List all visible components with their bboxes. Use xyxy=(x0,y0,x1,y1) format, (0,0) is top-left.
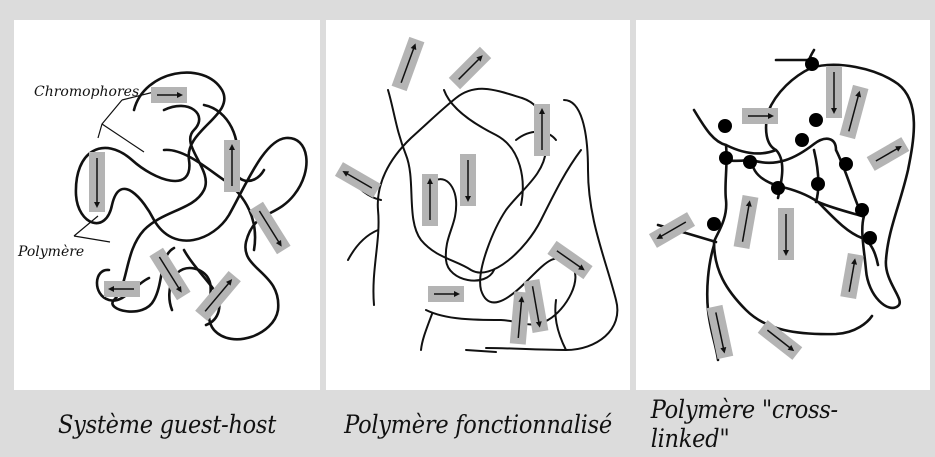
crosslink-node xyxy=(863,231,877,245)
crosslink-node xyxy=(809,113,823,127)
chromophore xyxy=(840,253,863,299)
chromophore xyxy=(449,47,491,89)
chromophore xyxy=(422,174,438,226)
polymer-chain xyxy=(388,90,581,273)
crosslink-node xyxy=(719,151,733,165)
panel-guest-host: Chromophores Polymère xyxy=(14,20,320,390)
crosslink-node xyxy=(811,177,825,191)
cross-linked-diagram xyxy=(636,20,930,390)
caption-guest-host: Système guest-host xyxy=(29,396,304,452)
polymer-chain xyxy=(486,100,617,350)
chromophore xyxy=(460,154,476,206)
chromophore xyxy=(89,152,105,212)
chromophore xyxy=(151,87,187,103)
caption-functionalized: Polymère fonctionnalisé xyxy=(341,396,615,452)
chromophore xyxy=(758,320,803,360)
chromophore xyxy=(734,195,759,249)
chromophore xyxy=(534,104,550,156)
chromophore xyxy=(742,108,778,124)
chromophore xyxy=(335,162,381,198)
chromophore xyxy=(104,281,140,297)
chromophores-label: Chromophores xyxy=(34,84,139,100)
crosslink-node xyxy=(743,155,757,169)
chromophore xyxy=(392,37,425,91)
guest-host-diagram xyxy=(14,20,320,390)
chromophore xyxy=(840,85,869,139)
chromophore xyxy=(547,241,592,279)
chromophore xyxy=(826,66,842,118)
functionalized-diagram xyxy=(326,20,630,390)
crosslink-node xyxy=(707,217,721,231)
chromophores-leader xyxy=(98,92,154,152)
caption-cross-linked: Polymère "cross-linked" xyxy=(651,396,916,452)
crosslink-node xyxy=(855,203,869,217)
crosslink-node xyxy=(718,119,732,133)
crosslink-node xyxy=(795,133,809,147)
polymere-label: Polymère xyxy=(18,244,84,260)
chromophore xyxy=(867,137,910,171)
crosslink-node xyxy=(805,57,819,71)
chromophore xyxy=(224,140,240,192)
chromophore xyxy=(649,212,695,248)
crosslink-node xyxy=(771,181,785,195)
panel-functionalized xyxy=(326,20,630,390)
chromophore xyxy=(428,286,464,302)
polymer-chain xyxy=(112,106,205,312)
chromophore xyxy=(778,208,794,260)
panel-cross-linked xyxy=(636,20,930,390)
polymer-chain xyxy=(444,90,523,205)
chromophore xyxy=(510,291,530,344)
crosslink-node xyxy=(839,157,853,171)
